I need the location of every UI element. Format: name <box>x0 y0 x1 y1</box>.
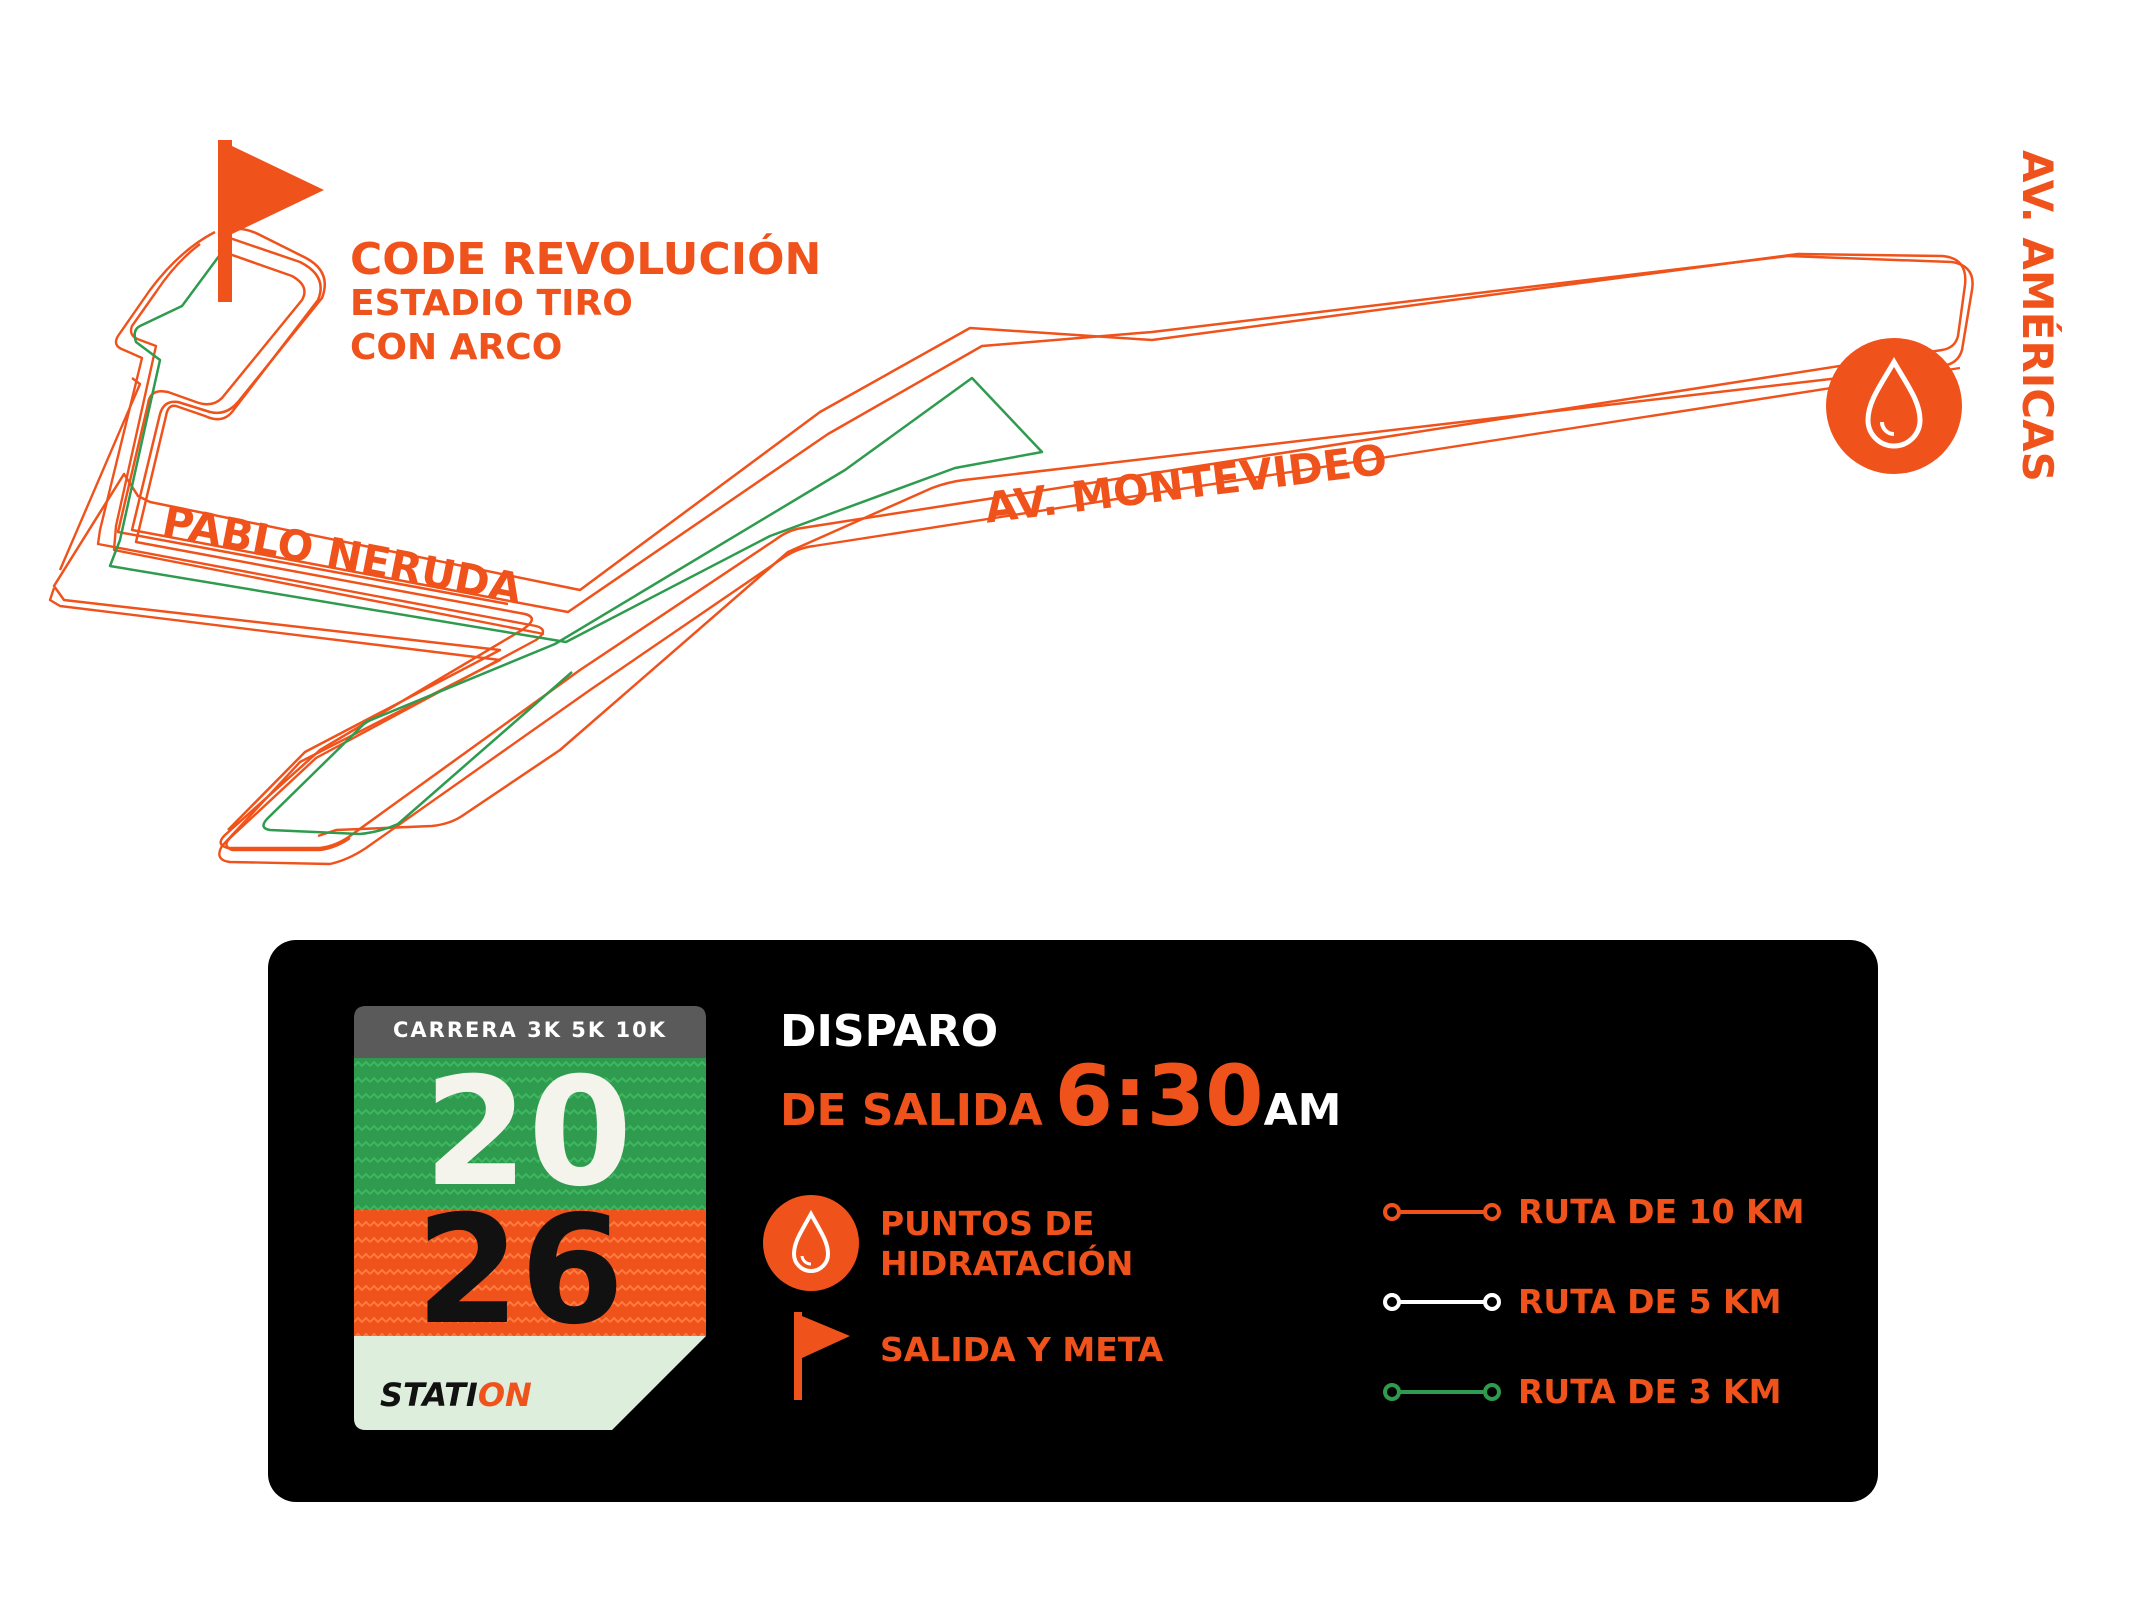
badge-brand-part1: STATI <box>380 1376 478 1414</box>
street-label-americas: AV. AMÉRICAS <box>2013 150 2062 482</box>
route-5k-label: RUTA DE 5 KM <box>1518 1282 1782 1321</box>
route-10k-label: RUTA DE 10 KM <box>1518 1192 1805 1231</box>
start-word1: DISPARO <box>780 1006 999 1057</box>
route-3k-label: RUTA DE 3 KM <box>1518 1372 1782 1411</box>
route-10k-legend-line <box>1383 1203 1501 1221</box>
hydration-line1: PUNTOS DE <box>880 1204 1095 1243</box>
flag-icon <box>794 1312 850 1400</box>
badge-year-bottom: 26 <box>415 1184 625 1358</box>
start-finish-label: SALIDA Y META <box>880 1330 1164 1369</box>
venue-line2: ESTADIO TIRO <box>350 283 633 324</box>
venue-line3: CON ARCO <box>350 327 563 368</box>
event-badge <box>354 1006 706 1430</box>
start-ampm: AM <box>1263 1085 1342 1136</box>
badge-brand: STATION <box>380 1376 532 1414</box>
venue-label: CODE REVOLUCIÓN ESTADIO TIRO CON ARCO <box>350 238 821 370</box>
water-drop-icon <box>763 1195 859 1291</box>
hydration-label: PUNTOS DE HIDRATACIÓN <box>880 1204 1133 1284</box>
badge-year-top: 20 <box>423 1046 633 1220</box>
route-3k <box>108 251 1044 836</box>
route-3k-legend-line <box>1383 1383 1501 1401</box>
water-drop-icon <box>1826 338 1962 474</box>
start-word2: DE SALIDA <box>780 1085 1043 1136</box>
route-10k-main <box>130 227 1974 838</box>
legend-panel: CARRERA 3K 5K 10K 20 26 STATION DISPARO … <box>268 940 1878 1502</box>
hydration-line2: HIDRATACIÓN <box>880 1244 1134 1283</box>
start-time: 6:30 <box>1054 1047 1264 1145</box>
badge-brand-part2: ON <box>477 1376 532 1414</box>
route-10k-outer <box>52 232 1967 850</box>
badge-top-text: CARRERA 3K 5K 10K <box>393 1018 667 1042</box>
route-5k-legend-line <box>1383 1293 1501 1311</box>
start-flag-icon <box>218 140 324 302</box>
venue-line1: CODE REVOLUCIÓN <box>350 234 822 285</box>
